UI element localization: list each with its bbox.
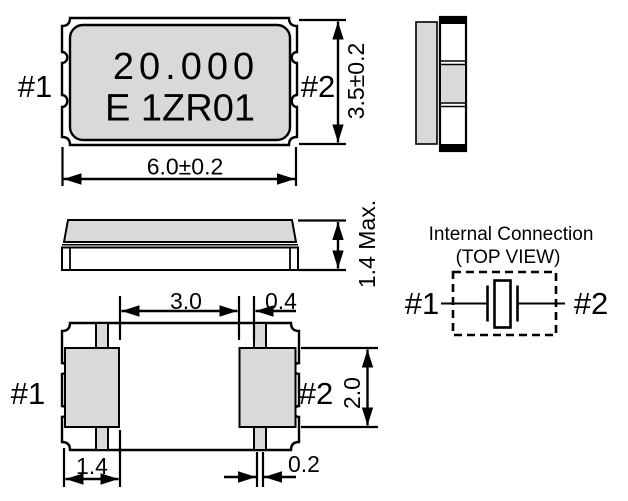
side-view-base [61,246,299,271]
end-view-lid [415,21,438,145]
pad-2 [238,347,297,428]
pin2-label: #2 [299,376,333,411]
pad-width-label: 1.4 [76,453,108,479]
ic-title: Internal Connection [429,224,594,245]
pin1-label: #1 [18,69,52,104]
pad-to-strip-label: 0.4 [265,288,297,314]
package-body [68,23,292,142]
strip-dim-label: 0.2 [288,451,320,477]
bottom-view: #1 #2 3.0 0.4 2.0 1.4 0.2 [11,288,378,487]
ic-pin2-label: #2 [574,286,608,321]
height-dimension [299,18,346,146]
ic-subtitle: (TOP VIEW) [456,247,561,268]
pad-height-label: 2.0 [339,377,365,409]
marking-code: E 1ZR01 [105,88,255,130]
thickness-dimension [298,219,346,272]
pad-gap-dimension [118,296,296,340]
internal-connection: Internal Connection (TOP VIEW) #1 #2 [405,224,608,337]
end-view [415,15,468,153]
height-dim-label: 3.5±0.2 [343,43,369,120]
pad-1 [64,347,120,428]
pad-width-dimension [62,430,122,487]
side-view-lid [62,219,298,243]
side-view: 1.4 Max. [61,200,380,288]
pad-height-dimension [301,346,378,429]
width-dim-label: 6.0±0.2 [147,154,224,180]
crystal-element [493,279,512,329]
pin1-label: #1 [11,376,45,411]
ic-pin1-label: #1 [405,286,439,321]
top-view: 20.000 E 1ZR01 #1 #2 3.5±0.2 6.0±0.2 [18,16,369,186]
pad-gap-label: 3.0 [170,288,202,314]
pin2-label: #2 [301,69,335,104]
strip-dimension [224,452,296,487]
marking-frequency: 20.000 [113,46,259,88]
thickness-dim-label: 1.4 Max. [354,200,380,288]
width-dimension [61,147,298,186]
